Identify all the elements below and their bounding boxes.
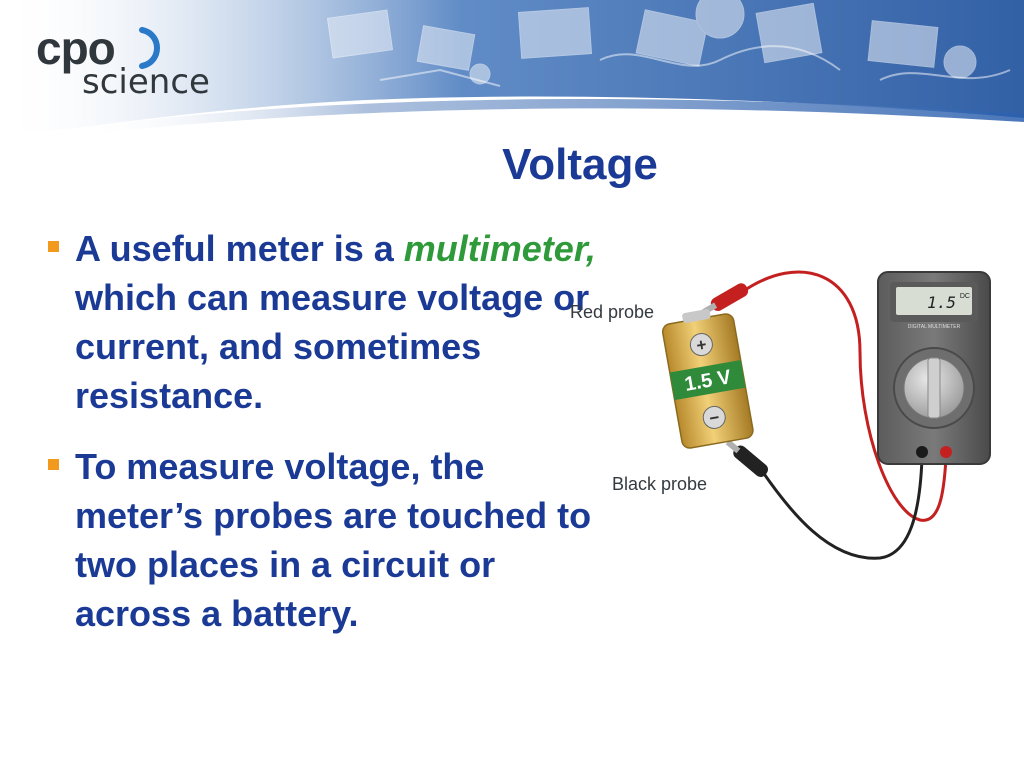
black-probe-label: Black probe	[612, 474, 708, 494]
meter-reading: 1.5	[927, 293, 956, 312]
slide-title: Voltage	[502, 140, 658, 189]
logo-science: science	[82, 62, 210, 102]
multimeter-figure: Red probe Black probe	[560, 262, 1000, 562]
bullet-1-text-after: which can measure voltage or current, an…	[75, 277, 590, 416]
red-wire	[741, 270, 948, 522]
bullet-1-text-before: A useful meter is a	[75, 228, 404, 269]
battery-icon: 1.5 V + −	[661, 309, 754, 449]
battery-plus-label: +	[695, 335, 708, 355]
black-clip-icon	[725, 439, 769, 477]
battery-minus-label: −	[708, 408, 721, 428]
multimeter-drawing: 1.5 V + − 1.5 DC DIGITAL MULTIMETER	[661, 270, 991, 560]
meter-display	[896, 287, 972, 315]
bullet-marker-icon	[48, 459, 59, 470]
header-collage	[0, 0, 1024, 134]
black-wire	[758, 457, 924, 560]
bullet-2-text: To measure voltage, the meter’s probes a…	[75, 446, 592, 634]
bullet-2: To measure voltage, the meter’s probes a…	[44, 442, 604, 638]
red-probe-label: Red probe	[570, 302, 655, 322]
bullet-1: A useful meter is a multimeter, which ca…	[44, 224, 604, 420]
multimeter-icon: 1.5 DC DIGITAL MULTIMETER	[877, 271, 991, 465]
logo-arc-icon	[139, 27, 160, 69]
bullet-list: A useful meter is a multimeter, which ca…	[44, 224, 604, 660]
meter-caption: DIGITAL MULTIMETER	[908, 324, 961, 330]
bullet-marker-icon	[48, 241, 59, 252]
header-banner: cpo science	[0, 0, 1024, 135]
logo-cpo: cpo	[36, 22, 116, 74]
bullet-1-emphasis: multimeter,	[403, 228, 596, 269]
meter-unit: DC	[960, 293, 970, 300]
cpo-science-logo: cpo science	[36, 22, 226, 102]
bullet-1-text: A useful meter is a multimeter, which ca…	[75, 224, 604, 420]
